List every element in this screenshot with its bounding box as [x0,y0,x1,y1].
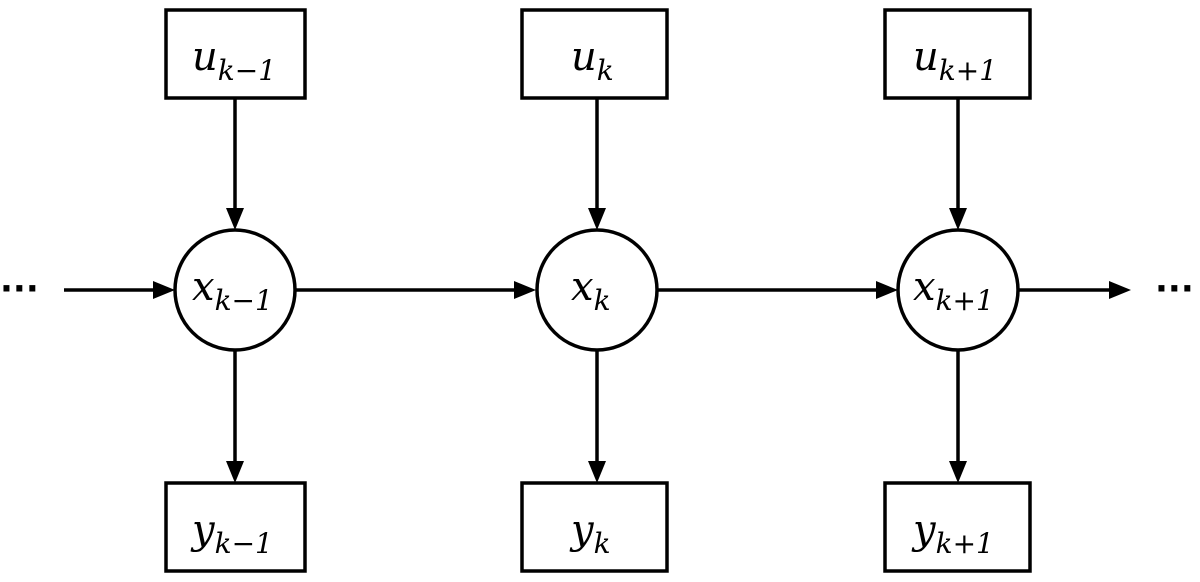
output-box [164,481,307,573]
state-label: xk−1 [192,264,273,317]
arrowhead-input-to-state [226,208,244,230]
input-label: uk [571,34,614,87]
state-node [896,228,1020,352]
state-label: xk [571,264,611,317]
output-label: yk−1 [190,507,273,560]
arrowhead-into-state-k-minus-1 [153,281,175,299]
output-label: yk [569,507,611,560]
input-box [164,8,307,100]
input-label: uk−1 [192,34,276,87]
input-box [520,8,669,100]
output-label: yk+1 [911,507,994,560]
left-ellipsis: ··· [0,269,39,309]
arrowhead-input-to-state [949,208,967,230]
state-transition-arrows [64,281,1131,299]
arrowhead-out-right [1109,281,1131,299]
input-box [883,8,1032,100]
arrowhead-input-to-state [588,208,606,230]
column-k-plus-1: uk+1 xk+1 yk+1 [883,8,1032,573]
state-label: xk+1 [913,264,994,317]
output-box [520,481,669,573]
state-node [173,228,297,352]
output-box [883,481,1032,573]
arrowhead-state-to-output [949,461,967,483]
arrowhead-state-to-output [226,461,244,483]
column-k: uk xk yk [520,8,669,573]
arrowhead-into-state-k-plus-1 [876,281,898,299]
column-k-minus-1: uk−1 xk−1 yk−1 [164,8,307,573]
arrowhead-state-to-output [588,461,606,483]
input-label: uk+1 [913,34,997,87]
state-node [535,228,659,352]
arrowhead-into-state-k [514,281,536,299]
right-ellipsis: ··· [1155,269,1194,309]
